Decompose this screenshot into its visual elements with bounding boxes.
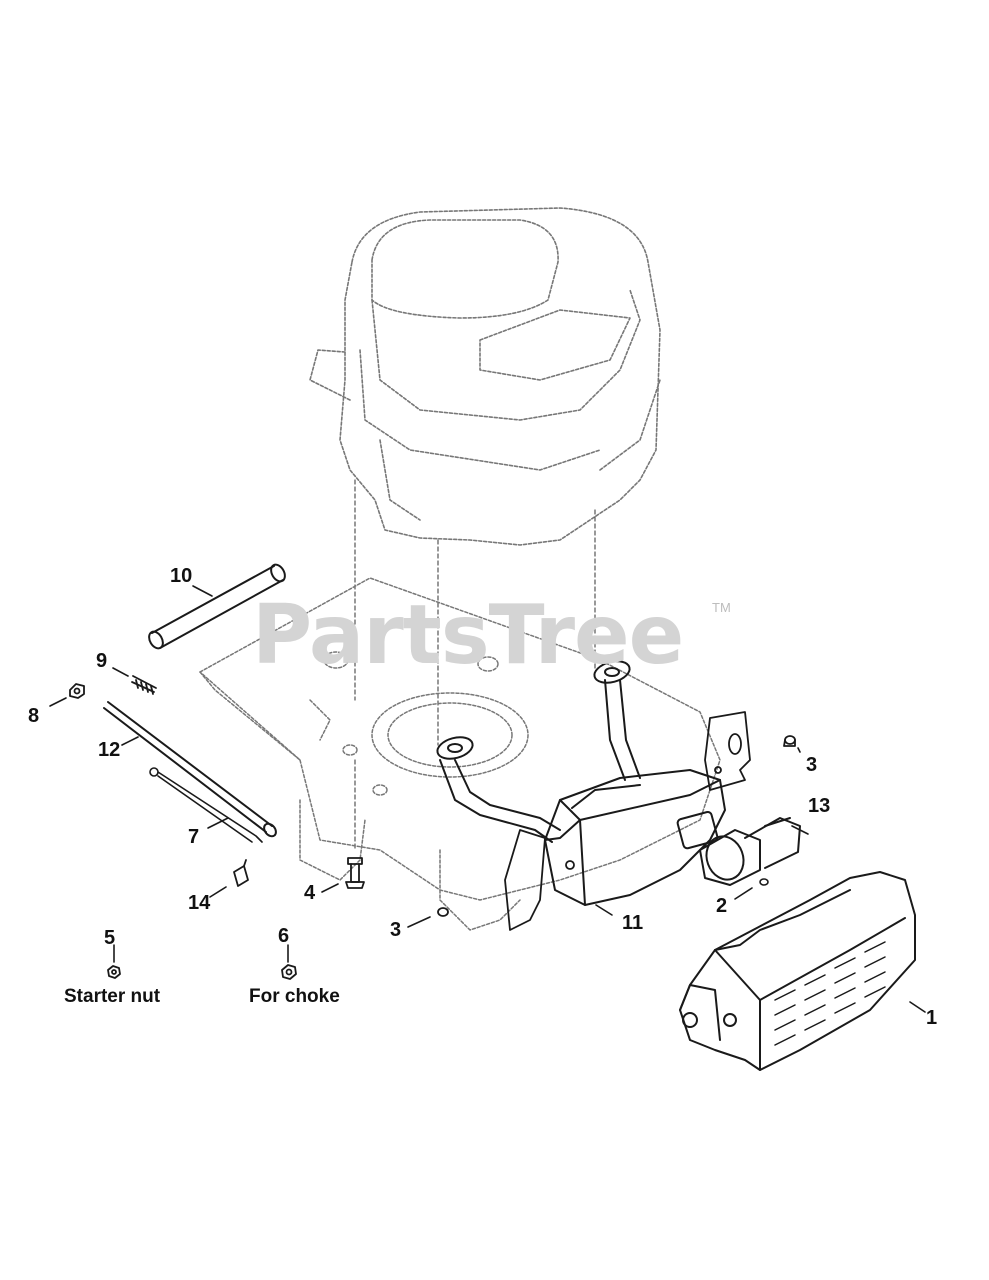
leader-lines	[49, 585, 926, 1013]
callout-8: 8	[28, 705, 40, 727]
callout-13: 13	[808, 795, 831, 817]
choke-nut	[281, 964, 297, 980]
exhaust-pipe-right	[593, 660, 641, 781]
screw-2	[759, 878, 769, 886]
callout-10: 10	[170, 565, 193, 587]
screw-3-upper	[783, 735, 796, 747]
starter-nut	[107, 965, 121, 979]
spark-arrestor	[699, 817, 801, 886]
callout-6: 6	[278, 925, 290, 947]
muffler	[544, 769, 726, 906]
callout-1: 1	[926, 1007, 938, 1029]
clip	[233, 859, 249, 887]
callout-14: 14	[188, 892, 211, 914]
trademark-mark: TM	[712, 600, 731, 615]
heat-shield	[679, 871, 916, 1071]
partstree-watermark: PartsTree	[252, 588, 684, 683]
callout-12: 12	[98, 739, 121, 761]
callout-11: 11	[622, 912, 644, 934]
spring	[131, 675, 157, 695]
cable-tie	[149, 767, 263, 843]
callout-2: 2	[716, 895, 728, 917]
exhaust-pipe-left	[436, 736, 561, 843]
tube	[148, 563, 286, 650]
screw-3-lower	[437, 907, 449, 917]
bolt	[345, 857, 365, 889]
alignment-lines	[354, 479, 596, 851]
callout-4: 4	[304, 882, 316, 904]
nut-8	[69, 683, 85, 699]
choke-note: For choke	[249, 986, 340, 1007]
callout-3-upper: 3	[806, 754, 818, 776]
starter-nut-note: Starter nut	[64, 986, 161, 1007]
engine-outline	[309, 207, 661, 546]
callout-5: 5	[104, 927, 116, 949]
callout-3-lower: 3	[390, 919, 402, 941]
rod	[103, 701, 277, 838]
callout-9: 9	[96, 650, 108, 672]
callout-7: 7	[188, 826, 200, 848]
